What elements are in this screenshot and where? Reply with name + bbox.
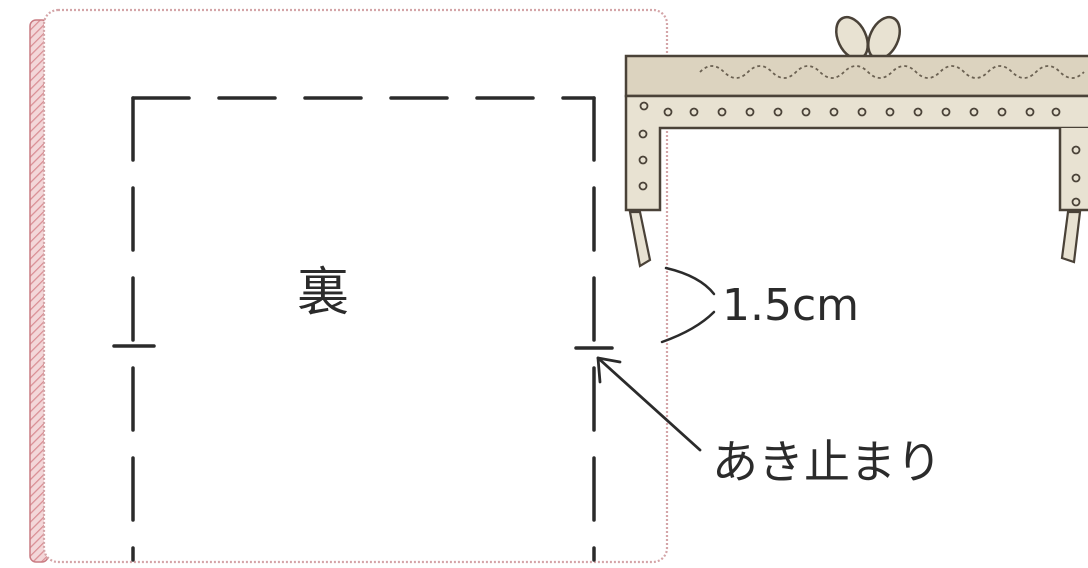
measurement-leader-lines <box>660 266 716 344</box>
fabric-label: 裏 <box>297 263 349 323</box>
purse-frame-clasp-icon <box>624 15 1088 268</box>
fabric-panel <box>42 8 669 564</box>
stop-point-arrow <box>596 356 702 452</box>
measurement-label: 1.5cm <box>722 280 859 331</box>
sewing-line <box>131 96 596 562</box>
stop-point-label: あき止まり <box>712 435 942 489</box>
